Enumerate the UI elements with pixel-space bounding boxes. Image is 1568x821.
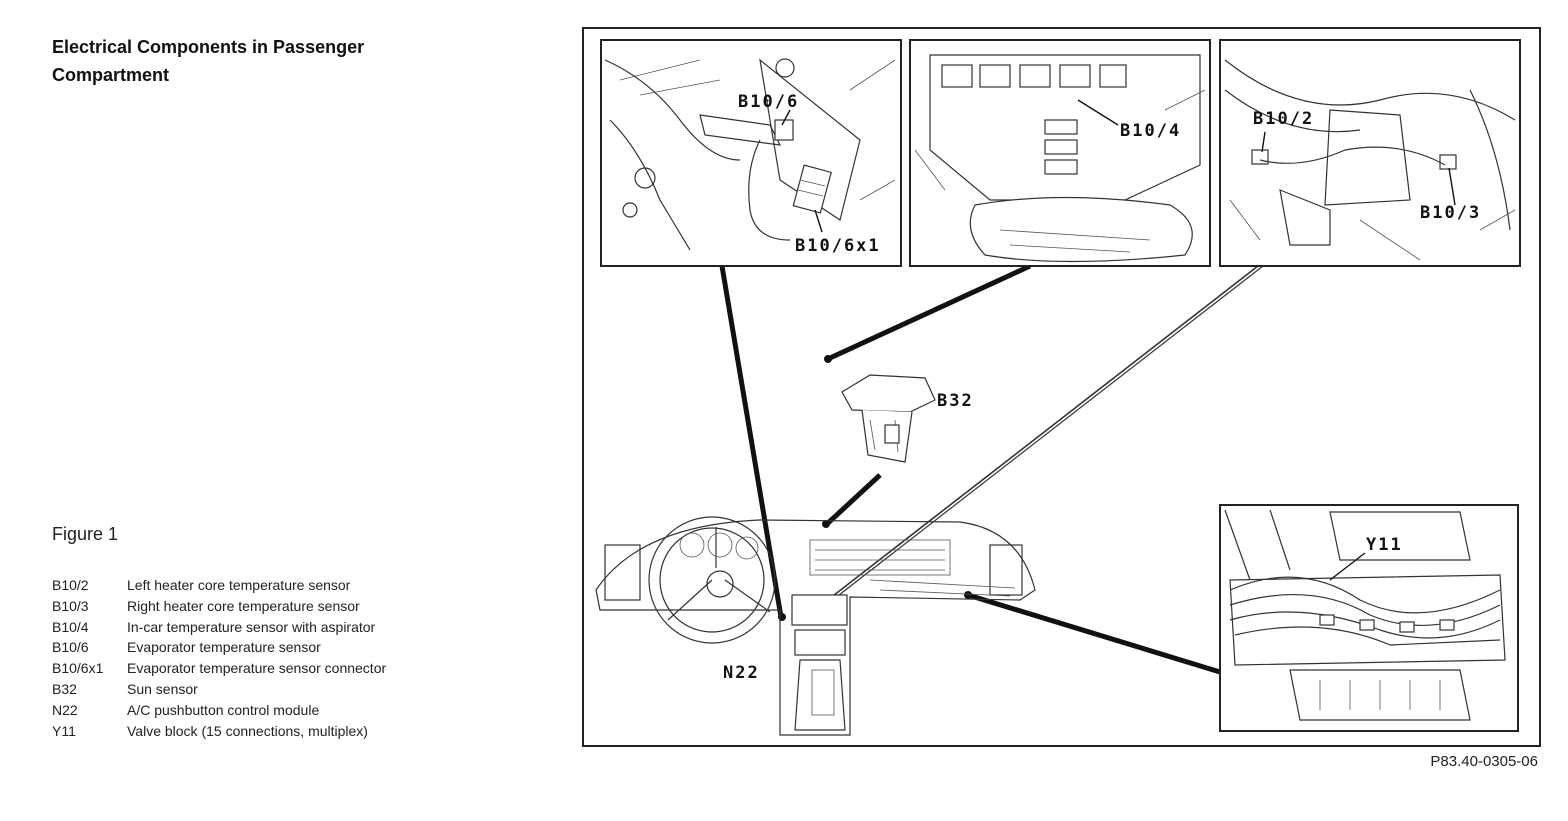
inset-valve-block <box>1219 504 1519 732</box>
legend-code: B10/3 <box>52 597 89 614</box>
legend-row: B10/6 Evaporator temperature sensor <box>52 637 386 658</box>
legend-row: N22 A/C pushbutton control module <box>52 700 386 721</box>
callout-b10-6: B10/6 <box>738 92 799 112</box>
legend-description: Valve block (15 connections, multiplex) <box>127 722 368 739</box>
figure-reference: P83.40-0305-06 <box>1430 753 1538 770</box>
callout-b32: B32 <box>937 391 974 411</box>
legend-description: Evaporator temperature sensor connector <box>127 660 387 677</box>
legend-row: Y11 Valve block (15 connections, multipl… <box>52 721 386 742</box>
legend-code: B32 <box>52 680 77 697</box>
legend-row: B10/6x1 Evaporator temperature sensor co… <box>52 658 386 679</box>
callout-b10-2: B10/2 <box>1253 109 1314 129</box>
inset-in-car-sensor <box>909 39 1211 267</box>
legend-code: B10/4 <box>52 618 89 635</box>
legend-code: B10/2 <box>52 577 89 593</box>
legend-code: Y11 <box>52 722 76 739</box>
figure-label: Figure 1 <box>52 524 119 544</box>
callout-b10-6x1: B10/6x1 <box>795 236 881 256</box>
legend: B10/2 Left heater core temperature senso… <box>52 575 386 741</box>
legend-description: Left heater core temperature sensor <box>127 577 351 593</box>
leader-lines <box>719 263 1264 675</box>
legend-code: B10/6 <box>52 639 89 656</box>
legend-code: N22 <box>52 701 78 718</box>
legend-description: A/C pushbutton control module <box>127 701 320 718</box>
legend-row: B10/4 In-car temperature sensor with asp… <box>52 617 386 638</box>
dashboard-drawing <box>595 516 1036 736</box>
page-title: Electrical Components in Passenger Compa… <box>52 37 365 85</box>
legend-row: B32 Sun sensor <box>52 679 386 700</box>
legend-code: B10/6x1 <box>52 660 104 677</box>
inset-heater-core-sensors <box>1219 39 1521 267</box>
callout-b10-3: B10/3 <box>1420 203 1481 223</box>
inset-evaporator-sensor <box>600 39 902 267</box>
legend-row: B10/2 Left heater core temperature senso… <box>52 575 386 596</box>
legend-row: B10/3 Right heater core temperature sens… <box>52 596 386 617</box>
callout-b10-4: B10/4 <box>1120 121 1181 141</box>
callout-y11: Y11 <box>1366 535 1403 555</box>
diagram-frame <box>582 27 1541 747</box>
callout-n22: N22 <box>723 663 760 683</box>
legend-description: In-car temperature sensor with aspirator <box>127 618 376 635</box>
legend-description: Sun sensor <box>127 680 198 697</box>
legend-description: Right heater core temperature sensor <box>127 597 360 614</box>
legend-description: Evaporator temperature sensor <box>127 639 321 656</box>
sun-sensor-drawing <box>841 374 936 463</box>
